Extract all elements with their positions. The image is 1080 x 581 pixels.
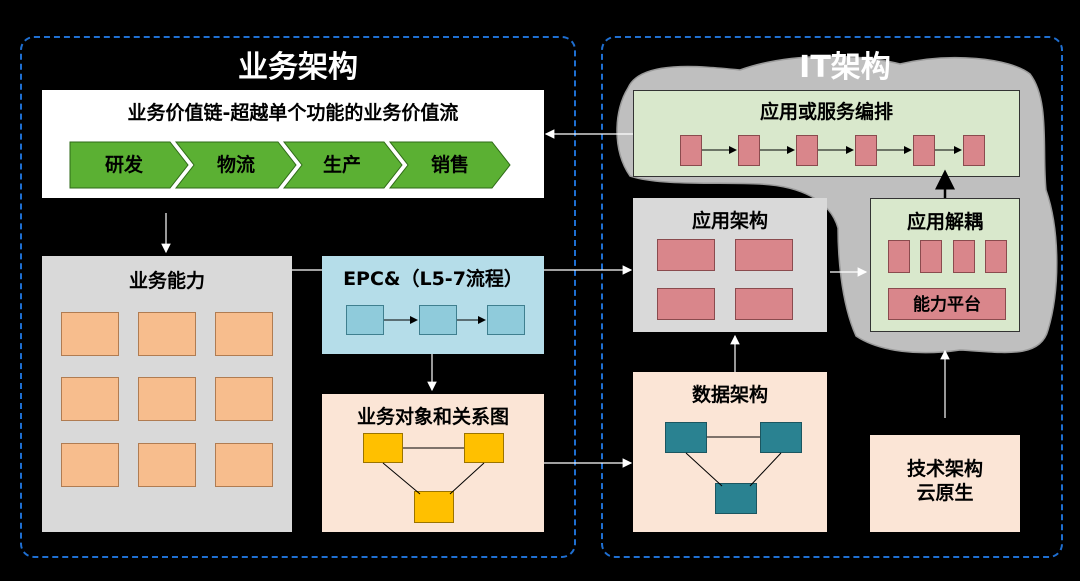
orchestration-step (796, 135, 818, 166)
application-decoupling-title: 应用解耦 (906, 211, 983, 233)
decoupled-service (985, 240, 1007, 273)
chevron-label-logistics: 物流 (216, 154, 255, 176)
orchestration-step (680, 135, 702, 166)
object-node (464, 433, 504, 463)
object-node (414, 491, 454, 523)
capability-platform: 能力平台 (888, 288, 1006, 320)
capability-block (215, 443, 273, 487)
data-entity (760, 422, 802, 453)
orchestration-title: 应用或服务编排 (759, 101, 893, 123)
capability-block (215, 377, 273, 421)
business-capability-title: 业务能力 (128, 270, 205, 292)
capability-block (61, 443, 119, 487)
chevron-label-sales: 销售 (430, 154, 469, 176)
technology-architecture-box: 技术架构 云原生 (870, 435, 1020, 532)
application-module (657, 239, 715, 271)
capability-block (61, 377, 119, 421)
epc-step (487, 305, 525, 335)
epc-process-title: EPC&（L5-7流程） (343, 268, 523, 290)
business-architecture-panel (20, 36, 576, 558)
business-architecture-title: 业务架构 (238, 50, 358, 85)
technology-architecture-title: 技术架构 (906, 458, 983, 480)
data-architecture-title: 数据架构 (691, 384, 768, 406)
application-module (735, 239, 793, 271)
epc-step (419, 305, 457, 335)
data-entity (715, 483, 757, 514)
it-architecture-title: IT架构 (799, 50, 891, 85)
application-module (735, 288, 793, 320)
orchestration-step (738, 135, 760, 166)
capability-block (138, 377, 196, 421)
data-entity (665, 422, 707, 453)
orchestration-step (963, 135, 985, 166)
decoupled-service (888, 240, 910, 273)
chevron-logistics (174, 141, 297, 189)
application-architecture-title: 应用架构 (691, 210, 768, 232)
capability-block (138, 443, 196, 487)
decoupled-service (953, 240, 975, 273)
chevron-label-research: 研发 (104, 154, 143, 176)
object-node (363, 433, 403, 463)
business-objects-title: 业务对象和关系图 (356, 406, 509, 428)
capability-block (215, 312, 273, 356)
decoupled-service (920, 240, 942, 273)
chevron-label-production: 生产 (322, 154, 361, 176)
epc-step (346, 305, 384, 335)
it-architecture-panel (601, 36, 1063, 558)
orchestration-step (913, 135, 935, 166)
chevron-research (69, 141, 189, 189)
cloud-native-label: 云原生 (916, 482, 974, 504)
capability-block (138, 312, 196, 356)
orchestration-step (855, 135, 877, 166)
capability-block (61, 312, 119, 356)
chevron-production (282, 141, 403, 189)
application-module (657, 288, 715, 320)
value-chain-title: 业务价值链-超越单个功能的业务价值流 (127, 102, 459, 124)
chevron-sales (388, 141, 511, 189)
